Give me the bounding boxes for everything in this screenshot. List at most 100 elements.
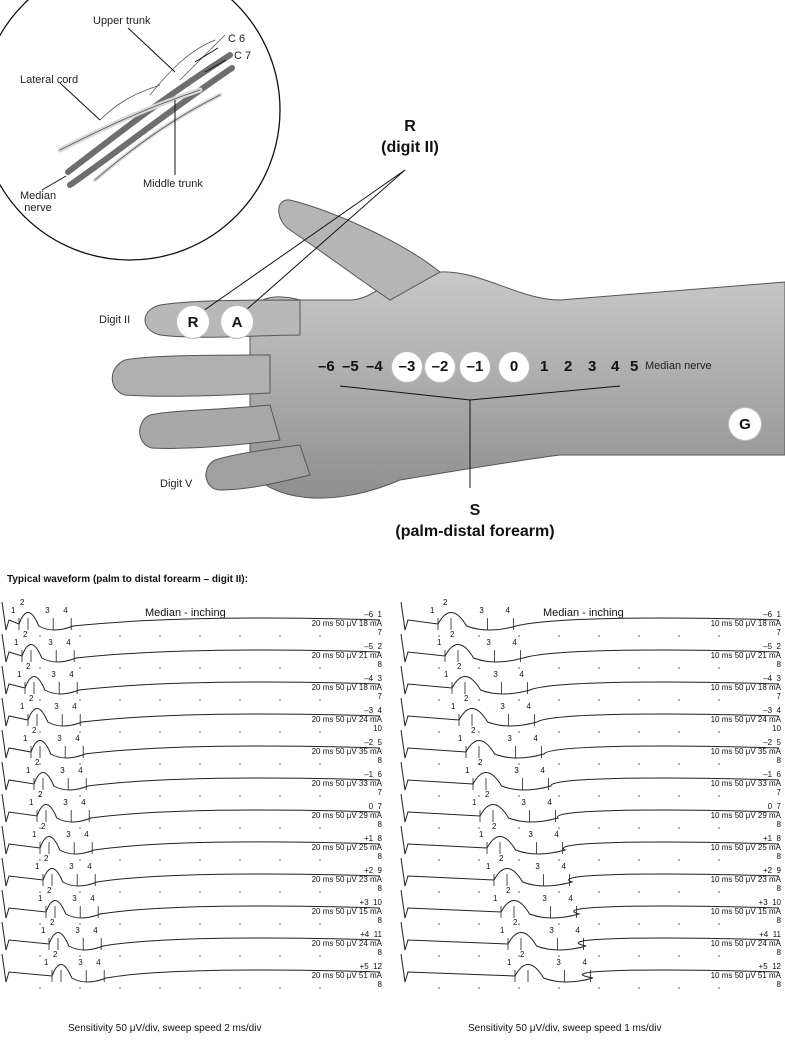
grid-dot	[638, 859, 640, 861]
grid-dot	[39, 827, 41, 829]
peak-label: 2	[29, 694, 34, 703]
peak-label: 4	[96, 958, 101, 967]
peak-label: 1	[29, 798, 34, 807]
grid-dot	[159, 731, 161, 733]
grid-dot	[678, 891, 680, 893]
grid-dot	[79, 763, 81, 765]
grid-dot	[39, 987, 41, 989]
trace-info: +2 9 20 ms 50 μV 23 mA 8	[311, 866, 382, 893]
peak-label: 4	[540, 766, 545, 775]
grid-dot	[79, 987, 81, 989]
grid-dot	[598, 891, 600, 893]
grid-dot	[79, 859, 81, 861]
waveform-trace	[1, 921, 381, 951]
grid-dot	[279, 635, 281, 637]
trace-info: +5 12 10 ms 50 μV 51 mA 8	[710, 962, 781, 989]
grid-dot	[438, 987, 440, 989]
grid-dot	[39, 923, 41, 925]
grid-dot	[558, 795, 560, 797]
trace-info: +3 10 10 ms 50 μV 15 mA 8	[710, 898, 781, 925]
peak-label: 2	[506, 886, 511, 895]
scale-mark: –5	[342, 358, 359, 375]
grid-dot	[438, 763, 440, 765]
grid-dot	[79, 667, 81, 669]
panel-right-title: Median - inching	[543, 607, 624, 619]
median-nerve-label: Median nerve	[645, 360, 712, 372]
peak-label: 4	[561, 862, 566, 871]
peak-label: 1	[472, 798, 477, 807]
grid-dot	[39, 891, 41, 893]
grid-dot	[678, 667, 680, 669]
peak-label: 1	[486, 862, 491, 871]
grid-dot	[199, 859, 201, 861]
grid-dot	[558, 731, 560, 733]
peak-label: 2	[50, 918, 55, 927]
trace-info: +2 9 10 ms 50 μV 23 mA 8	[710, 866, 781, 893]
peak-label: 1	[23, 734, 28, 743]
grid-dot	[199, 795, 201, 797]
grid-dot	[478, 955, 480, 957]
grid-dot	[518, 731, 520, 733]
peak-label: 4	[93, 926, 98, 935]
grid-dot	[239, 955, 241, 957]
grid-dot	[598, 987, 600, 989]
trace-info: 0 7 10 ms 50 μV 29 mA 8	[710, 802, 781, 829]
scale-mark: –3	[392, 352, 422, 382]
digit-ii-label: Digit II	[99, 314, 131, 326]
peak-label: 2	[457, 662, 462, 671]
peak-label: 1	[507, 958, 512, 967]
peak-label: 3	[500, 702, 505, 711]
peak-label: 3	[69, 862, 74, 871]
peak-label: 3	[63, 798, 68, 807]
grid-dot	[518, 891, 520, 893]
grid-dot	[199, 923, 201, 925]
peak-label: 4	[84, 830, 89, 839]
reference-electrode-a: A	[221, 306, 253, 338]
peak-label: 2	[520, 950, 525, 959]
waveform-trace	[1, 953, 381, 983]
hand-shape	[249, 269, 785, 499]
peak-label: 2	[38, 790, 43, 799]
grid-dot	[518, 699, 520, 701]
thumb-shape	[278, 199, 441, 301]
peak-label: 3	[57, 734, 62, 743]
peak-label: 4	[72, 702, 77, 711]
peak-label: 3	[479, 606, 484, 615]
peak-label: 1	[444, 670, 449, 679]
grid-dot	[558, 923, 560, 925]
waveform-trace	[1, 761, 381, 791]
grid-dot	[718, 667, 720, 669]
grid-dot	[598, 731, 600, 733]
anatomy-illustration: Upper trunk C 6 C 7 Lateral cord Middle …	[0, 0, 785, 540]
grid-dot	[79, 795, 81, 797]
trace-info: –2 5 20 ms 50 μV 35 mA 8	[311, 738, 382, 765]
grid-dot	[638, 667, 640, 669]
peak-label: 4	[554, 830, 559, 839]
trace-info: –1 6 10 ms 50 μV 33 mA 7	[710, 770, 781, 797]
peak-label: 4	[90, 894, 95, 903]
scale-mark: –2	[425, 352, 455, 382]
grid-dot	[119, 731, 121, 733]
grid-dot	[678, 731, 680, 733]
waveform-trace	[400, 729, 780, 759]
grid-dot	[319, 891, 321, 893]
scale-mark: 2	[564, 358, 573, 375]
scale-mark: 4	[611, 358, 620, 375]
grid-dot	[478, 795, 480, 797]
grid-dot	[119, 763, 121, 765]
peak-label: 2	[499, 854, 504, 863]
ground-electrode-g: G	[729, 408, 761, 440]
trace-info: –1 6 20 ms 50 μV 33 mA 7	[311, 770, 382, 797]
waveform-trace	[1, 857, 381, 887]
peak-label: 3	[542, 894, 547, 903]
s-label-sub: (palm-distal forearm)	[395, 523, 555, 540]
peak-label: 1	[430, 606, 435, 615]
grid-dot	[558, 955, 560, 957]
waveform-trace	[400, 697, 780, 727]
middle-trunk-label: Middle trunk	[143, 178, 203, 190]
grid-dot	[638, 987, 640, 989]
peak-label: 2	[23, 630, 28, 639]
grid-dot	[438, 859, 440, 861]
peak-label: 4	[547, 798, 552, 807]
grid-dot	[279, 731, 281, 733]
